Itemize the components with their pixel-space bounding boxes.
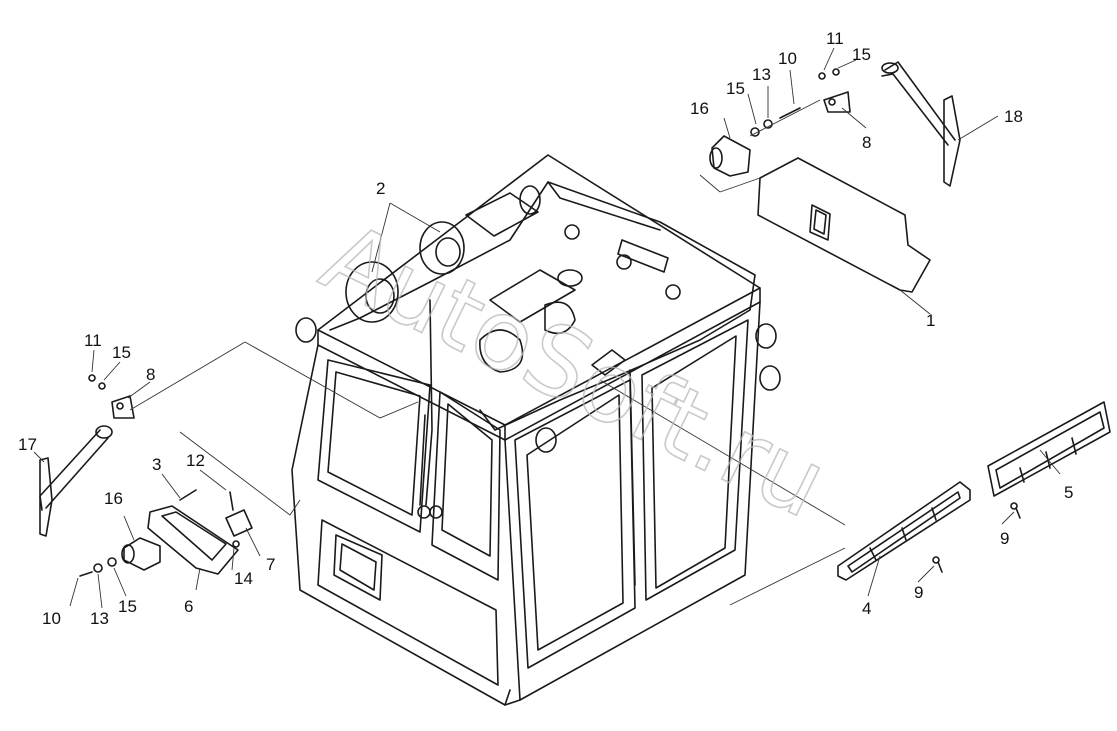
left-window (317, 359, 431, 533)
callout-1: 1 (926, 311, 935, 330)
callout-8-right: 8 (862, 133, 871, 152)
bracket-8-right (823, 91, 851, 113)
callout-13-left: 13 (90, 609, 109, 628)
callout-9-left: 9 (914, 583, 923, 602)
callout-15-left-b: 15 (118, 597, 137, 616)
leader-lines (33, 47, 1061, 609)
panel-item-1 (757, 157, 931, 293)
callout-14: 14 (234, 569, 253, 588)
callout-18: 18 (1004, 107, 1023, 126)
mirror-assembly-left (39, 374, 135, 537)
speaker-left (345, 261, 399, 323)
callout-9-right: 9 (1000, 529, 1009, 548)
roof-equipment (295, 181, 781, 519)
grille-4 (837, 481, 971, 581)
bracket-7 (225, 509, 253, 537)
front-window-right (641, 319, 749, 601)
mirror-17 (39, 457, 53, 537)
front-window-left (514, 379, 636, 669)
callout-12: 12 (186, 451, 205, 470)
callout-8-left: 8 (146, 365, 155, 384)
mirror-18 (943, 95, 961, 187)
callout-16-right: 16 (690, 99, 709, 118)
callout-10-right: 10 (778, 49, 797, 68)
cab-body (291, 154, 761, 706)
callout-7: 7 (266, 555, 275, 574)
callout-2: 2 (376, 179, 385, 198)
mirror-assembly-right (709, 61, 961, 187)
callout-13-right: 13 (752, 65, 771, 84)
callouts: 1 2 3 4 5 6 7 8 8 9 9 10 10 11 11 12 13 … (18, 29, 1073, 628)
front-roof-lamp (591, 349, 626, 376)
callout-11-left: 11 (84, 331, 102, 350)
callout-4: 4 (862, 599, 871, 618)
callout-5: 5 (1064, 483, 1073, 502)
callout-17: 17 (18, 435, 37, 454)
left-door (431, 391, 501, 581)
callout-11-right: 11 (826, 29, 844, 48)
bracket-8-left (111, 395, 135, 419)
callout-6: 6 (184, 597, 193, 616)
callout-3: 3 (152, 455, 161, 474)
lamp-assembly-left (79, 489, 253, 577)
ceiling-lamp (617, 239, 669, 273)
callout-15-right-a: 15 (852, 45, 871, 64)
callout-15-right-b: 15 (726, 79, 745, 98)
grille-5 (987, 401, 1111, 519)
speaker-right (419, 221, 465, 275)
callout-10-left: 10 (42, 609, 61, 628)
lamp-housing-6 (147, 505, 239, 575)
callout-16-left: 16 (104, 489, 123, 508)
mirror-mount-right (711, 135, 751, 177)
lamp-base-16 (123, 537, 161, 571)
callout-15-left-a: 15 (112, 343, 131, 362)
